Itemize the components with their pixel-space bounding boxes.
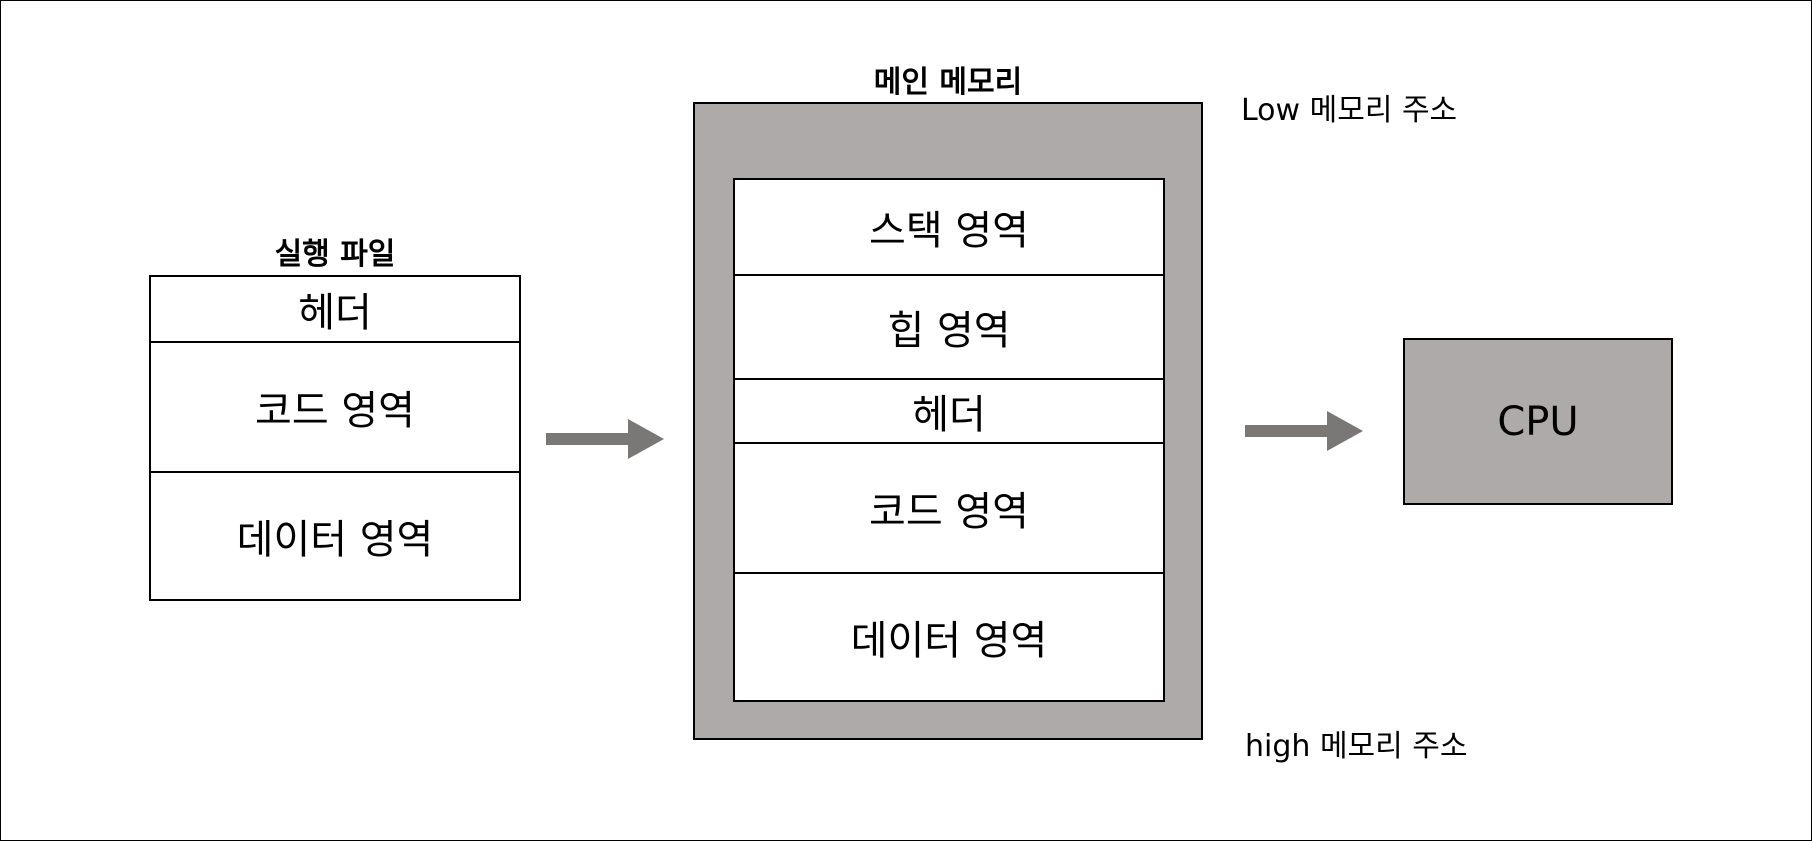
arrow-shaft — [1245, 425, 1329, 437]
executable-data-cell: 데이터 영역 — [151, 471, 519, 599]
memory-header-cell: 헤더 — [735, 378, 1163, 442]
memory-box: 스택 영역 힙 영역 헤더 코드 영역 데이터 영역 — [693, 102, 1203, 740]
memory-segments: 스택 영역 힙 영역 헤더 코드 영역 데이터 영역 — [733, 178, 1165, 702]
memory-stack-cell: 스택 영역 — [735, 180, 1163, 274]
executable-box: 헤더 코드 영역 데이터 영역 — [149, 275, 521, 601]
memory-heap-cell: 힙 영역 — [735, 274, 1163, 378]
low-address-label: Low 메모리 주소 — [1241, 93, 1458, 128]
memory-data-cell: 데이터 영역 — [735, 572, 1163, 700]
cpu-label: CPU — [1497, 398, 1579, 445]
cpu-box: CPU — [1403, 338, 1673, 505]
memory-title: 메인 메모리 — [873, 65, 1023, 100]
executable-title: 실행 파일 — [274, 237, 396, 272]
arrow-head — [628, 419, 664, 459]
high-address-label: high 메모리 주소 — [1245, 729, 1468, 764]
memory-code-cell: 코드 영역 — [735, 442, 1163, 572]
arrow-head — [1327, 411, 1363, 451]
executable-code-cell: 코드 영역 — [151, 341, 519, 471]
arrow-to-cpu — [1245, 411, 1363, 451]
arrow-to-memory — [546, 419, 664, 459]
executable-header-cell: 헤더 — [151, 277, 519, 341]
arrow-shaft — [546, 433, 630, 445]
